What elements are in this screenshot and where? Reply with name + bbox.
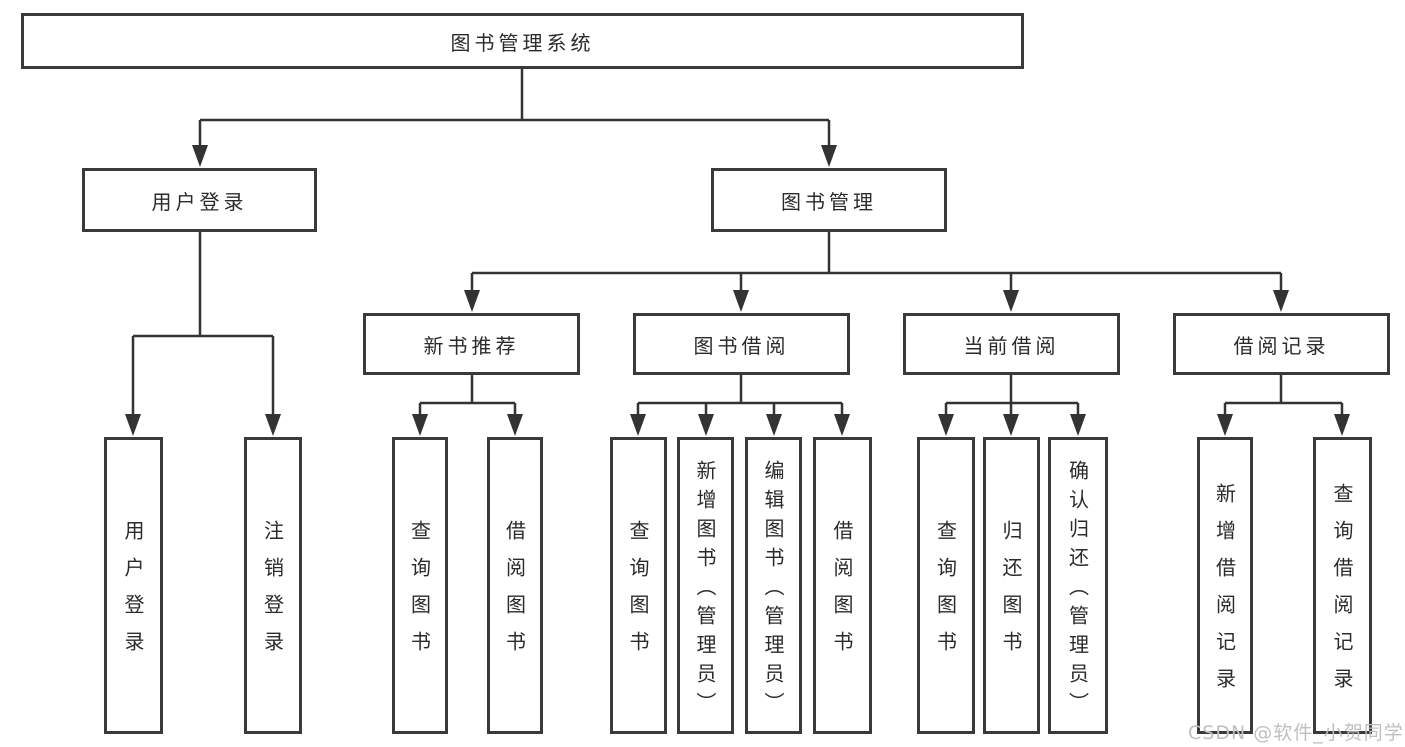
leaf-query-book-recommend-label: 查询图书	[407, 520, 432, 668]
leaf-user-login-label: 用户登录	[121, 520, 145, 668]
leaf-add-book-admin: 新增图书（管理员）	[677, 437, 734, 734]
leaf-borrow-book: 借阅图书	[813, 437, 872, 734]
leaf-return-book: 归还图书	[983, 437, 1040, 734]
leaf-query-book-borrowing-label: 查询图书	[626, 520, 650, 668]
leaf-query-book-recommend: 查询图书	[392, 437, 448, 734]
leaf-edit-book-admin-label: 编辑图书（管理员）	[761, 459, 785, 721]
node-current-borrowing-label: 当前借阅	[963, 333, 1060, 358]
leaf-confirm-return-admin-label: 确认归还（管理员）	[1065, 459, 1090, 721]
tree-edges	[131, 69, 1344, 421]
leaf-query-book-borrowing: 查询图书	[610, 437, 667, 734]
leaf-logout-label: 注销登录	[260, 520, 285, 668]
leaf-add-book-admin-label: 新增图书（管理员）	[693, 459, 717, 721]
node-user-login-label: 用户登录	[151, 189, 248, 214]
leaf-add-borrow-record-label: 新增借阅记录	[1212, 483, 1237, 705]
node-book-management: 图书管理	[711, 168, 947, 232]
leaf-return-book-label: 归还图书	[999, 520, 1023, 668]
node-root: 图书管理系统	[21, 13, 1024, 69]
csdn-watermark: CSDN @软件_小贺同学	[1188, 722, 1404, 744]
arrowheads	[125, 145, 1350, 436]
node-book-borrowing: 图书借阅	[633, 313, 850, 375]
leaf-borrow-book-recommend-label: 借阅图书	[502, 520, 527, 668]
leaf-query-borrow-record: 查询借阅记录	[1313, 437, 1372, 734]
node-borrow-records: 借阅记录	[1173, 313, 1390, 375]
leaf-confirm-return-admin: 确认归还（管理员）	[1048, 437, 1108, 734]
leaf-borrow-book-recommend: 借阅图书	[487, 437, 543, 734]
node-new-book-recommend: 新书推荐	[363, 313, 580, 375]
node-book-borrowing-label: 图书借阅	[693, 333, 790, 358]
leaf-query-book-current: 查询图书	[917, 437, 975, 734]
node-current-borrowing: 当前借阅	[903, 313, 1120, 375]
node-root-label: 图书管理系统	[450, 30, 595, 55]
node-book-management-label: 图书管理	[781, 189, 877, 214]
leaf-query-borrow-record-label: 查询借阅记录	[1330, 483, 1354, 705]
node-borrow-records-label: 借阅记录	[1233, 333, 1330, 358]
leaf-logout: 注销登录	[244, 437, 302, 734]
leaf-borrow-book-label: 借阅图书	[830, 520, 854, 668]
node-user-login: 用户登录	[82, 168, 317, 232]
leaf-add-borrow-record: 新增借阅记录	[1197, 437, 1253, 734]
leaf-user-login: 用户登录	[104, 437, 163, 734]
leaf-query-book-current-label: 查询图书	[933, 520, 958, 668]
leaf-edit-book-admin: 编辑图书（管理员）	[745, 437, 802, 734]
node-new-book-recommend-label: 新书推荐	[423, 333, 520, 358]
